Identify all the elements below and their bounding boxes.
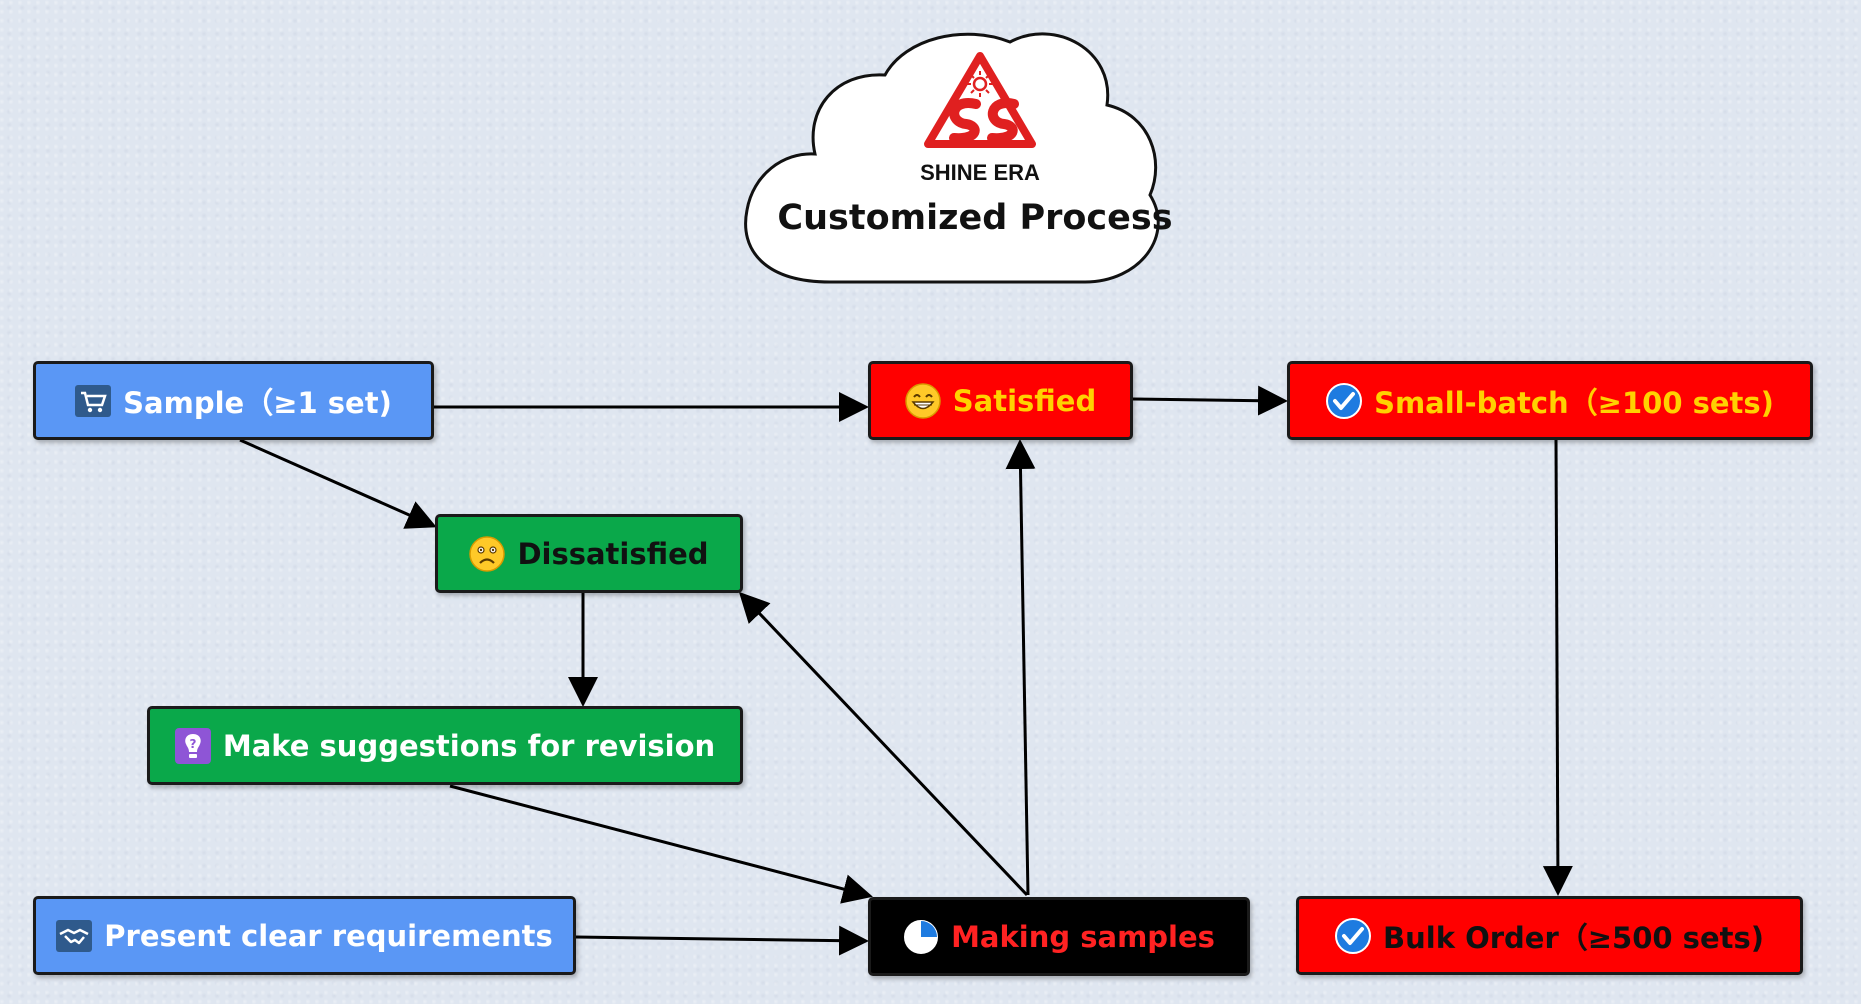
edge-requirements-to-making	[575, 925, 869, 956]
node-suggestions[interactable]: ? Make suggestions for revision	[147, 706, 743, 785]
node-making-samples[interactable]: Making samples	[868, 897, 1250, 976]
grin-emoji-icon	[905, 382, 941, 419]
node-small-batch-label: Small-batch（≥100 sets)	[1374, 385, 1774, 420]
node-sample[interactable]: Sample（≥1 set)	[33, 361, 434, 440]
node-making-samples-label: Making samples	[951, 919, 1215, 954]
node-requirements-label: Present clear requirements	[104, 918, 553, 953]
handshake-icon	[56, 919, 93, 952]
svg-text:?: ?	[189, 737, 196, 751]
edge-suggestions-to-making	[449, 784, 873, 904]
node-dissatisfied-label: Dissatisfied	[517, 536, 709, 571]
header-cloud: SHINE ERA Customized Process	[735, 20, 1173, 290]
cart-icon	[75, 384, 112, 417]
node-small-batch[interactable]: Small-batch（≥100 sets)	[1287, 361, 1813, 440]
edge-sample-to-dissatisfied	[239, 438, 437, 529]
node-suggestions-label: Make suggestions for revision	[222, 728, 716, 763]
node-satisfied-label: Satisfied	[952, 383, 1097, 418]
lightbulb-question-icon: ?	[174, 727, 211, 764]
edge-small-batch-to-bulk	[1542, 439, 1573, 896]
diagram-title: Customized Process	[777, 198, 1173, 238]
cloud-shape	[744, 32, 1160, 284]
brand-name: SHINE ERA	[920, 160, 1040, 185]
pie-clock-icon	[903, 919, 939, 955]
check-badge-icon	[1326, 382, 1363, 419]
edge-making-to-satisfied	[1005, 439, 1036, 896]
check-badge-icon	[1335, 917, 1371, 954]
node-sample-label: Sample（≥1 set)	[123, 385, 392, 420]
node-satisfied[interactable]: Satisfied	[868, 361, 1133, 440]
edge-satisfied-to-small-batch	[1132, 385, 1288, 416]
shine-era-logo	[920, 50, 1040, 150]
node-requirements[interactable]: Present clear requirements	[33, 896, 576, 975]
node-bulk-order[interactable]: Bulk Order（≥500 sets)	[1296, 896, 1803, 975]
node-bulk-order-label: Bulk Order（≥500 sets)	[1383, 920, 1764, 955]
frown-emoji-icon	[469, 535, 506, 572]
edge-making-to-dissatisfied	[738, 591, 1029, 897]
node-dissatisfied[interactable]: Dissatisfied	[435, 514, 743, 593]
